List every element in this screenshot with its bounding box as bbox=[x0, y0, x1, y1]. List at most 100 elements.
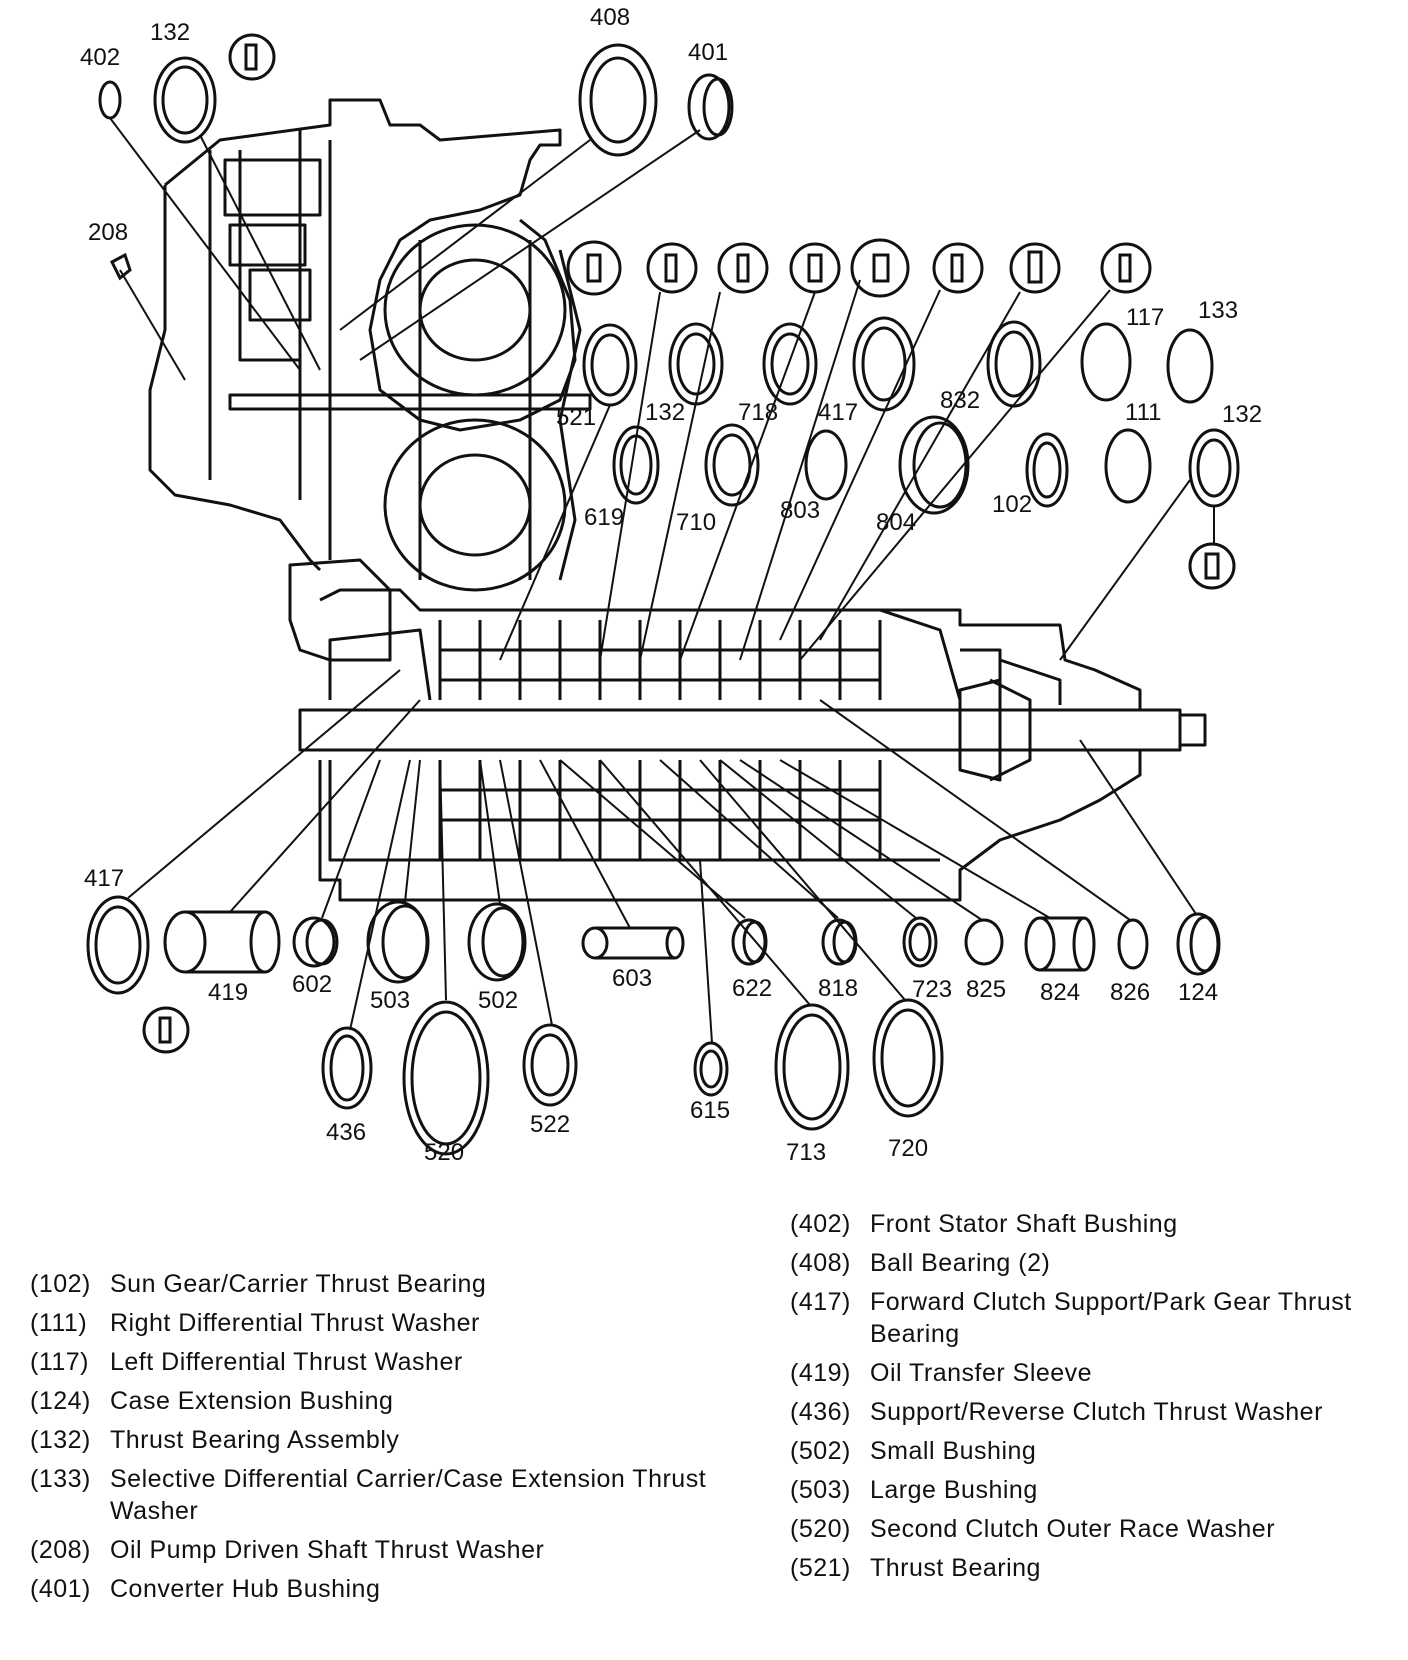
legend-number: (417) bbox=[790, 1288, 851, 1316]
legend-item: (503)Large Bushing bbox=[790, 1474, 1400, 1506]
legend-item: (408)Ball Bearing (2) bbox=[790, 1247, 1400, 1279]
callout-522: 522 bbox=[530, 1111, 570, 1138]
legend-item: (502) Small Bushing bbox=[790, 1435, 1400, 1467]
part-111-washer bbox=[1104, 428, 1152, 504]
legend-description: Right Differential Thrust Washer bbox=[110, 1309, 480, 1337]
callout-824: 824 bbox=[1040, 979, 1080, 1006]
legend-number: (111) bbox=[30, 1309, 88, 1337]
part-417-ring-bottom bbox=[86, 895, 150, 995]
legend-description: Sun Gear/Carrier Thrust Bearing bbox=[110, 1270, 487, 1298]
callout-713: 713 bbox=[786, 1139, 826, 1166]
detail-circle-2 bbox=[646, 242, 698, 294]
legend-number: (132) bbox=[30, 1426, 91, 1454]
callout-619: 619 bbox=[584, 504, 624, 531]
legend-item: (436) Support/Reverse Clutch Thrust Washe… bbox=[790, 1396, 1400, 1428]
part-419-sleeve bbox=[185, 910, 265, 974]
legend-number: (408) bbox=[790, 1249, 851, 1277]
callout-132-mid: 132 bbox=[645, 399, 685, 426]
part-804-bushing bbox=[898, 415, 970, 515]
callout-804: 804 bbox=[876, 509, 916, 536]
callout-723: 723 bbox=[912, 976, 952, 1003]
exploded-parts bbox=[86, 33, 1240, 1156]
legend-description: Oil Transfer Sleeve bbox=[870, 1359, 1093, 1387]
legend-description: Thrust Bearing bbox=[870, 1554, 1041, 1582]
legend-item: (520)Second Clutch Outer Race Washer bbox=[790, 1513, 1400, 1545]
legend-description: Second Clutch Outer Race Washer bbox=[870, 1515, 1276, 1543]
legend-item: (402) Front Stator Shaft Bushing bbox=[790, 1208, 1400, 1240]
legend-number: (502) bbox=[790, 1437, 851, 1465]
legend-number: (521) bbox=[790, 1554, 851, 1582]
callout-417-top: 417 bbox=[818, 399, 858, 426]
legend-number: (436) bbox=[790, 1398, 851, 1426]
callout-818: 818 bbox=[818, 975, 858, 1002]
legend-left-column: (102)Sun Gear/Carrier Thrust Bearing (11… bbox=[30, 1268, 720, 1612]
legend-description: Converter Hub Bushing bbox=[110, 1575, 381, 1603]
part-803-ring bbox=[804, 429, 848, 501]
callout-602: 602 bbox=[292, 971, 332, 998]
part-132-thrust-bearing-top bbox=[153, 56, 217, 144]
callout-419: 419 bbox=[208, 979, 248, 1006]
part-718-ring bbox=[762, 322, 818, 406]
legend-description: Support/Reverse Clutch Thrust Washer bbox=[870, 1398, 1323, 1426]
legend-number: (124) bbox=[30, 1387, 91, 1415]
legend-number: (117) bbox=[30, 1348, 90, 1376]
part-102-bearing bbox=[1025, 432, 1069, 508]
callout-503: 503 bbox=[370, 987, 410, 1014]
part-603-tube bbox=[595, 926, 675, 960]
legend-item: (133)Selective Differential Carrier/Case… bbox=[30, 1463, 720, 1527]
legend-description: Oil Pump Driven Shaft Thrust Washer bbox=[110, 1536, 545, 1564]
legend-right-column: (402) Front Stator Shaft Bushing (408)Bal… bbox=[790, 1208, 1400, 1591]
callout-labels: 132 402 408 401 208 117 133 521 132 718 … bbox=[80, 4, 1262, 1166]
callout-603: 603 bbox=[612, 965, 652, 992]
callout-133: 133 bbox=[1198, 297, 1238, 324]
detail-circle-7 bbox=[1009, 242, 1061, 294]
detail-circle-9 bbox=[1188, 542, 1236, 590]
callout-825: 825 bbox=[966, 976, 1006, 1003]
part-402-bushing bbox=[98, 80, 122, 120]
callout-117: 117 bbox=[1126, 304, 1164, 331]
legend-number: (402) bbox=[790, 1210, 851, 1238]
callout-132-right: 132 bbox=[1222, 401, 1262, 428]
legend-item: (124)Case Extension Bushing bbox=[30, 1385, 720, 1417]
legend-item: (401)Converter Hub Bushing bbox=[30, 1573, 720, 1605]
part-710-ring bbox=[704, 423, 760, 507]
part-417-ring-top bbox=[852, 316, 916, 412]
callout-520: 520 bbox=[424, 1139, 464, 1166]
part-522-ring bbox=[522, 1023, 578, 1107]
callout-408: 408 bbox=[590, 4, 630, 31]
callout-502: 502 bbox=[478, 987, 518, 1014]
transaxle-assembly bbox=[148, 98, 1207, 902]
part-117-washer bbox=[1080, 322, 1132, 402]
exploded-transaxle-diagram: 132 402 408 401 208 117 133 521 132 718 … bbox=[80, 4, 1262, 1166]
callout-111: 111 bbox=[1125, 399, 1161, 426]
legend-description: Thrust Bearing Assembly bbox=[110, 1426, 400, 1454]
detail-circle-4 bbox=[789, 242, 841, 294]
legend-number: (208) bbox=[30, 1536, 91, 1564]
callout-803: 803 bbox=[780, 497, 820, 524]
legend-description: Front Stator Shaft Bushing bbox=[870, 1210, 1178, 1238]
callout-622: 622 bbox=[732, 975, 772, 1002]
legend-number: (419) bbox=[790, 1359, 851, 1387]
callout-124: 124 bbox=[1178, 979, 1218, 1006]
part-619-ring bbox=[612, 425, 660, 505]
callout-615: 615 bbox=[690, 1097, 730, 1124]
legend-item: (117)Left Differential Thrust Washer bbox=[30, 1346, 720, 1378]
legend-item: (419) Oil Transfer Sleeve bbox=[790, 1357, 1400, 1389]
part-401-bushing bbox=[687, 73, 731, 141]
part-208-washer bbox=[110, 252, 132, 281]
callout-710: 710 bbox=[676, 509, 716, 536]
detail-circle-6 bbox=[932, 242, 984, 294]
legend-description: Small Bushing bbox=[870, 1437, 1037, 1465]
detail-circle-8 bbox=[1100, 242, 1152, 294]
callout-826: 826 bbox=[1110, 979, 1150, 1006]
leader-lines bbox=[109, 117, 1215, 1044]
callout-132-top: 132 bbox=[150, 19, 190, 46]
callout-832: 832 bbox=[940, 387, 980, 414]
part-408-ball-bearing bbox=[578, 43, 658, 157]
part-602-bushing bbox=[292, 916, 336, 968]
legend-number: (133) bbox=[30, 1465, 91, 1493]
detail-circle-3 bbox=[717, 242, 769, 294]
legend-item: (417)Forward Clutch Support/Park Gear Th… bbox=[790, 1286, 1400, 1350]
callout-436: 436 bbox=[326, 1119, 366, 1146]
detail-circle-1 bbox=[566, 240, 622, 296]
